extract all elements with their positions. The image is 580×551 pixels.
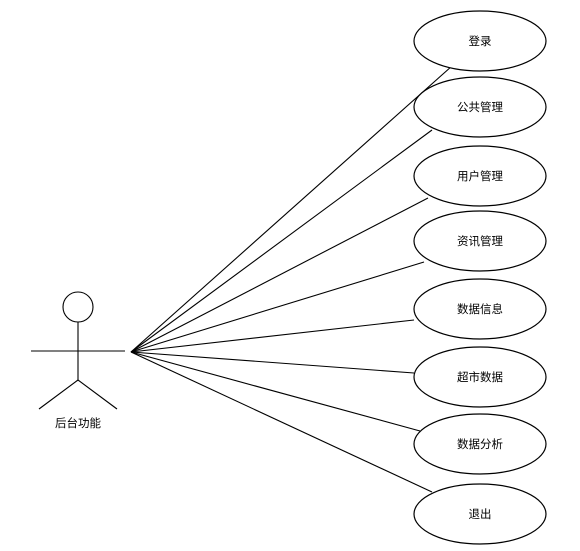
association-line-data-info <box>130 319 415 353</box>
use-case-ellipse <box>413 76 547 138</box>
association-line-public-mgmt <box>130 129 433 353</box>
use-case-ellipse <box>413 483 547 545</box>
use-case-login: 登录 <box>413 10 547 72</box>
use-case-ellipse <box>413 145 547 207</box>
use-case-ellipse <box>413 413 547 475</box>
use-case-user-mgmt: 用户管理 <box>413 145 547 207</box>
actor-left-leg <box>38 379 79 410</box>
use-case-ellipse <box>413 210 547 272</box>
use-case-data-analysis: 数据分析 <box>413 413 547 475</box>
use-case-label: 超市数据 <box>457 370 503 384</box>
use-case-label: 用户管理 <box>457 169 503 183</box>
use-case-label: 登录 <box>469 34 492 48</box>
use-case-logout: 退出 <box>413 483 547 545</box>
association-line-market-data <box>130 351 415 374</box>
actor-figure <box>31 291 125 410</box>
use-case-label: 数据信息 <box>457 302 503 316</box>
actor-name: 后台功能 <box>55 416 101 430</box>
use-case-ellipse <box>413 278 547 340</box>
use-case-data-info: 数据信息 <box>413 278 547 340</box>
use-case-label: 公共管理 <box>457 100 503 114</box>
use-case-label: 退出 <box>469 507 492 521</box>
use-case-ellipse <box>413 10 547 72</box>
association-line-login <box>130 65 453 353</box>
use-case-public-mgmt: 公共管理 <box>413 76 547 138</box>
actor-right-leg <box>77 379 118 410</box>
association-line-news-mgmt <box>130 261 425 353</box>
association-line-user-mgmt <box>130 197 429 353</box>
use-case-ellipse <box>413 346 547 408</box>
actor-head <box>62 291 94 323</box>
use-case-label: 资讯管理 <box>457 234 503 248</box>
use-case-label: 数据分析 <box>457 437 503 451</box>
association-line-data-analysis <box>130 351 421 432</box>
association-line-logout <box>130 351 433 493</box>
use-case-market-data: 超市数据 <box>413 346 547 408</box>
use-case-news-mgmt: 资讯管理 <box>413 210 547 272</box>
